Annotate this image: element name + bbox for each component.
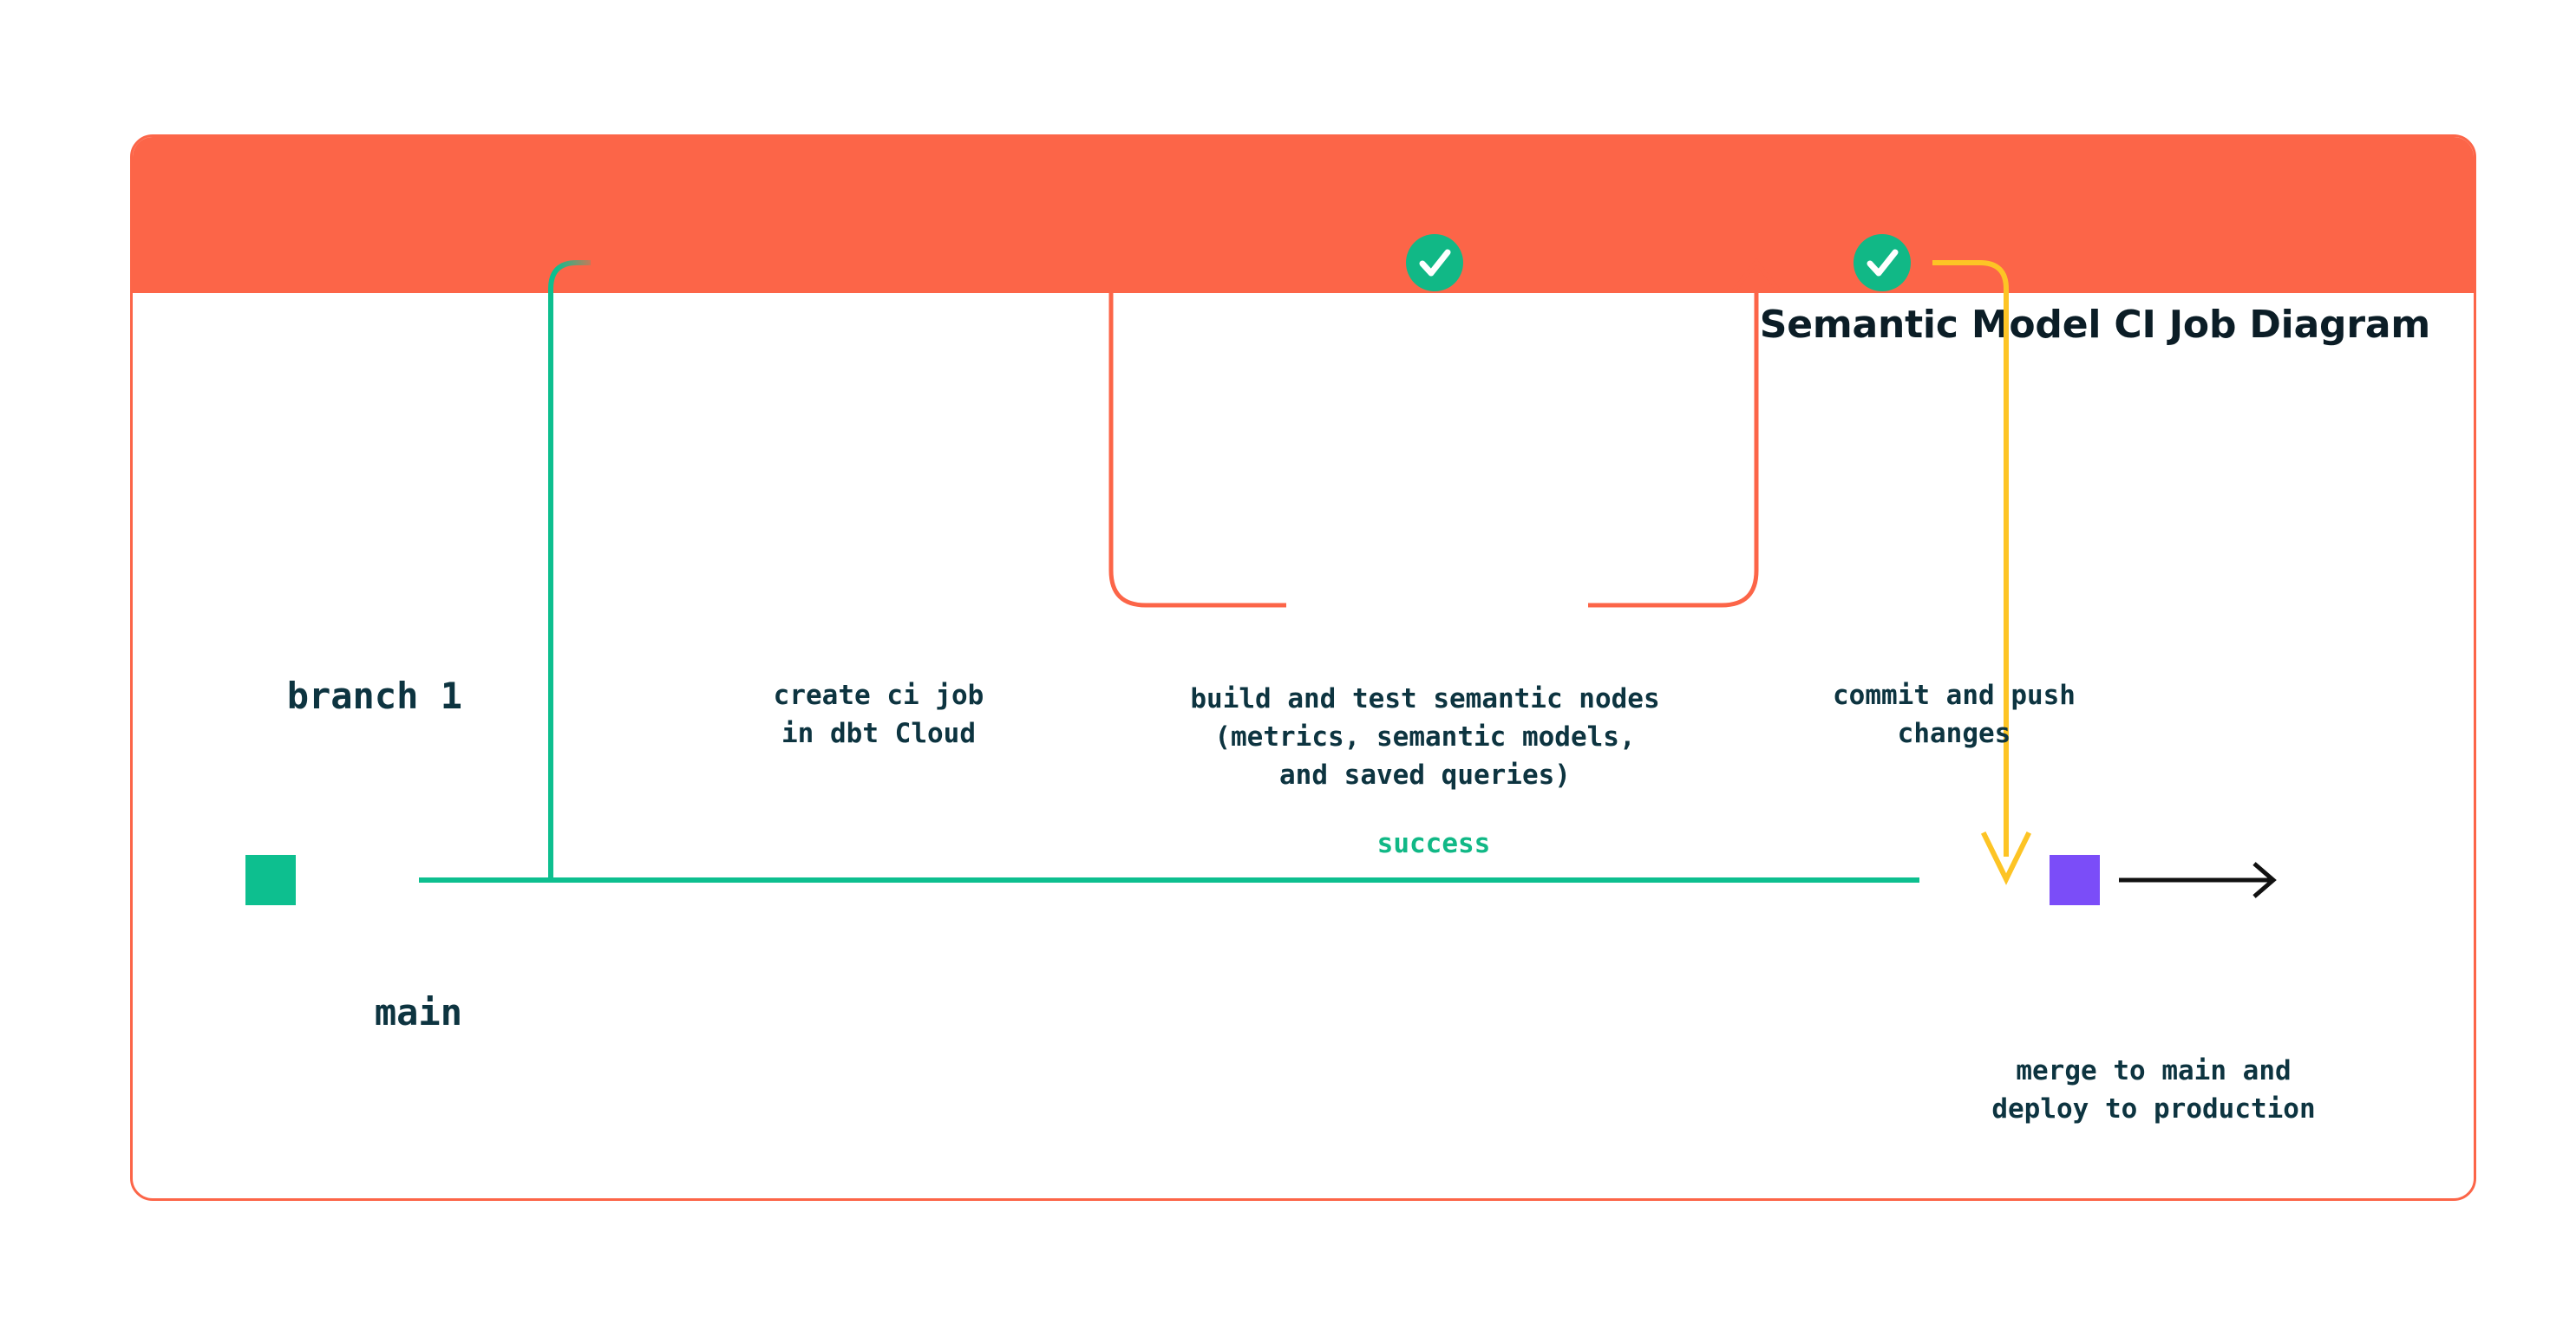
success-loop-right bbox=[1588, 289, 1759, 608]
commit-label-build-and-test: build and test semantic nodes (metrics, … bbox=[1190, 683, 1660, 791]
flow-diagram bbox=[245, 234, 2277, 905]
branch-label-main: main bbox=[374, 991, 462, 1034]
success-loop-label: success bbox=[1376, 828, 1491, 859]
check-circle-build-and-test bbox=[1406, 234, 1463, 291]
commit-marker-merge-to-main bbox=[2050, 855, 2100, 905]
merge-down-arrowhead bbox=[1980, 831, 2032, 885]
check-circle-commit-and-push bbox=[1854, 234, 1911, 291]
commit-label-merge-to-main: merge to main and deploy to production bbox=[1991, 1055, 2316, 1125]
commit-label-create-ci-job: create ci job in dbt Cloud bbox=[773, 680, 984, 749]
page-title: Semantic Model CI Job Diagram bbox=[1759, 303, 2430, 347]
success-loop-left bbox=[1108, 263, 1286, 608]
success-loop-arrowhead bbox=[1732, 258, 1781, 292]
success-label-gap bbox=[1286, 586, 1588, 624]
branch-label-branch-1: branch 1 bbox=[286, 675, 462, 717]
merge-down-connector bbox=[1932, 260, 2009, 857]
card-header bbox=[133, 137, 2474, 293]
main-continue-arrowhead bbox=[2252, 862, 2277, 898]
dbt-logo-icon bbox=[291, 300, 356, 366]
branch-off-connector bbox=[548, 260, 601, 880]
commit-marker-main-start bbox=[245, 855, 296, 905]
diagram-card: Semantic Model CI Job Diagram bbox=[130, 134, 2476, 1201]
commit-label-commit-and-push: commit and push changes bbox=[1833, 680, 2076, 749]
commit-marker-create-ci-job bbox=[381, 238, 431, 288]
